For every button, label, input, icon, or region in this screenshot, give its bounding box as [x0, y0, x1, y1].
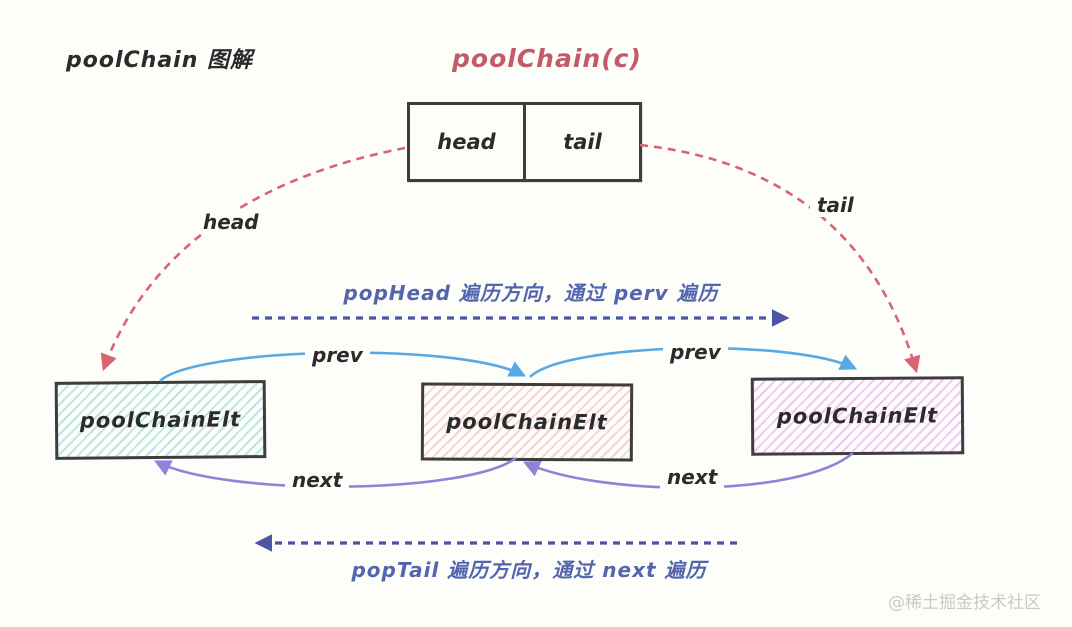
head-field-cell: head	[410, 105, 526, 179]
tail-field-cell: tail	[563, 130, 602, 154]
next-arc-label-1: next	[285, 468, 350, 492]
poolchainelt-node-3: poolChainElt	[750, 376, 965, 456]
pophead-annotation: popHead 遍历方向，通过 perv 遍历	[343, 281, 719, 305]
watermark: @稀土掘金技术社区	[888, 593, 1041, 613]
poptail-annotation: popTail 遍历方向，通过 next 遍历	[351, 558, 707, 582]
next-arc-label-2: next	[660, 465, 725, 489]
prev-arc-label-1: prev	[305, 343, 370, 367]
page-title: poolChain 图解	[66, 48, 254, 73]
head-arc-label: head	[196, 210, 266, 234]
poolchainelt-node-2: poolChainElt	[420, 382, 634, 462]
poolchainelt-node-1: poolChainElt	[54, 380, 267, 460]
tail-arc-label: tail	[810, 193, 861, 217]
diagram-title: poolChain(c)	[452, 44, 642, 73]
poolchain-struct-box: head tail	[407, 102, 642, 182]
prev-arc-label-2: prev	[663, 340, 728, 364]
head-pointer-arc	[100, 146, 406, 372]
tail-pointer-arc	[639, 143, 921, 374]
